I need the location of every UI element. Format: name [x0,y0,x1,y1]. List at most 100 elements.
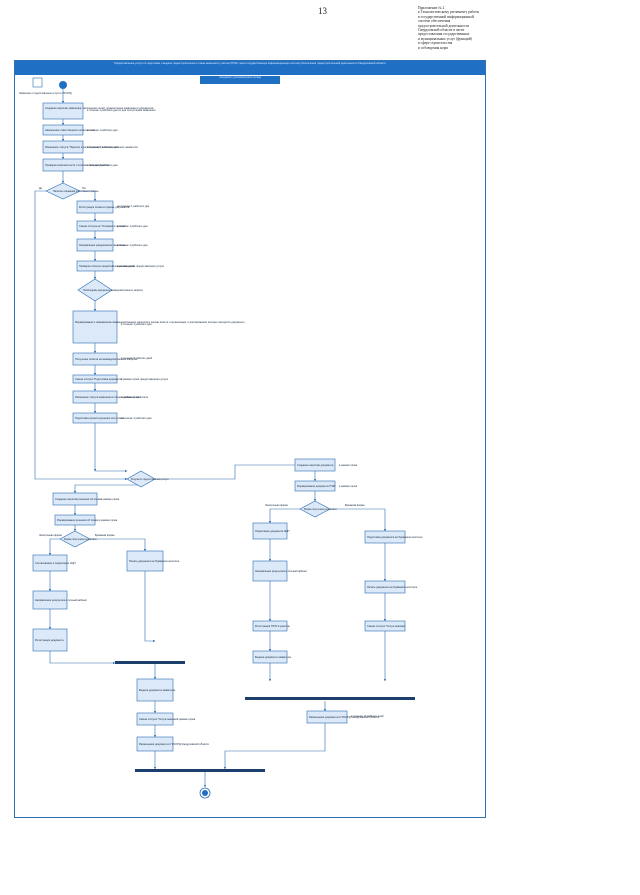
svg-text:Наличие оснований для отказа в: Наличие оснований для отказа в приеме [53,190,99,193]
node-result-card-left: Создание карточки решения об отказе в ра… [52,492,120,506]
node-archive-right: Размещение документа в ГИСОГД Свердловск… [306,710,384,724]
node-prepare: Изменение статуса заявления в личном каб… [72,390,149,404]
decision-form-left: Форма получения результата Электронная ф… [39,530,115,548]
svg-text:Изменение статуса заявления в: Изменение статуса заявления в личном каб… [75,395,149,399]
svg-text:Назначение ответственного испо: Назначение ответственного исполнителя [45,128,95,132]
svg-text:Печать документа на бумажном н: Печать документа на бумажном носителе [367,585,418,589]
svg-text:Создание карточки документа: Создание карточки документа [297,463,334,467]
svg-text:Проверка полноты представленны: Проверка полноты представленных сведений [79,264,135,268]
diagram-header: Предоставление услуги по подготовке и вы… [15,61,485,75]
svg-text:Размещение документа в ГИСОГД: Размещение документа в ГИСОГД Свердловск… [139,742,210,746]
svg-text:Бумажная форма: Бумажная форма [95,534,115,537]
node-form-left: Формирование решения об отказе в рамках … [54,514,118,526]
node-issue-right: Выдача документа заявителю [252,650,291,664]
svg-text:Регистрация отказа в приеме до: Регистрация отказа в приеме документов [79,205,130,209]
appendix-note: Приложение № 2 к Технологическому реглам… [418,6,480,50]
svg-text:в рамках срока: в рамках срока [101,498,120,501]
node-archive-left: Размещение документа в ГИСОГД Свердловск… [136,736,210,752]
svg-text:Смена статуса "Услуга оказана": Смена статуса "Услуга оказана" [139,717,178,721]
svg-text:Бумажная форма: Бумажная форма [345,504,365,507]
svg-text:Выдача документа заявителю: Выдача документа заявителю [255,655,291,659]
svg-text:в рамках срока предоставления: в рамках срока предоставления услуги [117,265,165,268]
sync-bar-right [245,697,415,700]
svg-text:Печать документа на бумажном н: Печать документа на бумажном носителе [129,559,180,563]
svg-text:в течение 5 рабочих дней: в течение 5 рабочих дней [121,356,153,360]
node-registration: Создание карточки заявления, заполнение … [42,102,156,120]
svg-text:в рамках срока: в рамках срока [177,718,196,721]
svg-text:в течение 1 рабочего дня: в течение 1 рабочего дня [121,322,152,326]
svg-text:Подготовка документа на бумажн: Подготовка документа на бумажном носител… [367,535,423,539]
svg-text:Электронная форма: Электронная форма [265,504,288,507]
node-refuse-notify: Направление уведомления заявителю в тече… [76,238,148,252]
node-status-prepare: Смена статуса "Подготовка документа" в р… [72,374,169,384]
decision-need-docs: Необходимы документы межведомственного з… [77,278,143,302]
svg-text:Выдача документа заявителю: Выдача документа заявителю [139,688,175,692]
svg-text:Форма получения результата: Форма получения результата [64,538,97,541]
svg-text:не позднее 1 рабочего дня: не позднее 1 рабочего дня [117,204,150,208]
node-refuse-reg: Регистрация отказа в приеме документов н… [76,200,150,214]
node-close-left: Смена статуса "Услуга оказана" в рамках … [136,712,196,726]
svg-text:в рамках срока предоставления: в рамках срока предоставления услуги [121,378,169,381]
svg-text:Формирование документа ГПЗУ: Формирование документа ГПЗУ [297,484,336,488]
svg-text:Результат предоставления услуг: Результат предоставления услуги [131,478,169,481]
svg-text:в течение 1 рабочего дня: в течение 1 рабочего дня [117,224,148,228]
node-check: Проверка комплектности и соответствия до… [42,158,118,172]
sync-bar-final [135,769,265,772]
node-status-accepted: Изменение статуса "Принято к рассмотрени… [42,140,138,154]
node-paper-right: Подготовка документа на бумажном носител… [364,530,423,544]
svg-text:Форма получения результата: Форма получения результата [304,508,337,511]
svg-text:Формирование решения об отказе: Формирование решения об отказе [57,518,99,522]
svg-text:в течение 10 рабочих дней: в течение 10 рабочих дней [351,714,384,718]
svg-text:в течение 1 рабочего дня: в течение 1 рабочего дня [121,416,152,420]
svg-text:в течение 1 рабочего дня: в течение 1 рабочего дня [87,145,118,149]
lane-header: Специалист уполномоченного органа [200,76,280,84]
svg-text:Направление результата в личны: Направление результата в личный кабинет [35,598,88,602]
node-send-left: Направление результата в личный кабинет [32,590,88,610]
decision-form-right: Форма получения результата Электронная ф… [265,500,365,518]
svg-text:Создание карточки заявления, з: Создание карточки заявления, заполнение … [45,106,154,110]
node-print-left: Печать документа на бумажном носителе [126,550,180,572]
node-request: Формирование и направление межведомствен… [72,310,245,344]
svg-text:в течение 1 рабочего дня: в течение 1 рабочего дня [87,128,118,132]
node-answers: Получение ответов на межведомственные за… [72,352,153,366]
svg-text:Смена статуса на "Отказано в п: Смена статуса на "Отказано в приеме" [79,224,126,228]
page-number: 13 [318,6,327,16]
svg-text:в течение 1 рабочего дня: в течение 1 рабочего дня [87,163,118,167]
svg-text:в течение 1 рабочего дня: в течение 1 рабочего дня [117,243,148,247]
svg-text:Смена статуса "Подготовка доку: Смена статуса "Подготовка документа" [75,377,122,381]
start-node [59,81,67,89]
svg-text:в рамках срока: в рамках срока [339,485,358,488]
flowchart: Заявление о предоставлении услуги в ГИСО… [19,77,423,799]
svg-text:Формирование и направление меж: Формирование и направление межведомствен… [75,320,245,324]
node-analyze: Проверка полноты представленных сведений… [76,260,165,272]
document-icon [32,77,43,88]
svg-text:Получение ответов на межведомс: Получение ответов на межведомственные за… [75,357,137,361]
node-status-right: Смена статуса "Услуга оказана" [364,620,406,632]
svg-text:Согласование и подписание ЭЦП: Согласование и подписание ЭЦП [35,561,76,565]
svg-text:Подписание документа ЭЦП: Подписание документа ЭЦП [255,529,290,533]
svg-text:Изменение статуса "Принято к р: Изменение статуса "Принято к рассмотрени… [45,145,138,149]
svg-text:Да: Да [39,187,43,190]
svg-text:Необходимы документы межведомс: Необходимы документы межведомственного з… [83,289,143,292]
svg-text:в рамках срока: в рамках срока [99,519,118,522]
svg-text:Смена статуса "Услуга оказана": Смена статуса "Услуга оказана" [367,624,406,628]
node-sign-left: Согласование и подписание ЭЦП [32,554,76,572]
svg-text:Подготовка проекта решения или: Подготовка проекта решения или отказа [75,416,125,420]
svg-text:Нет: Нет [82,187,87,190]
svg-text:Регистрация документа: Регистрация документа [35,638,64,642]
svg-text:Направление результата в личны: Направление результата в личный кабинет [255,569,308,573]
node-refuse-status: Смена статуса на "Отказано в приеме" в т… [76,220,148,232]
node-send-right: Направление результата в личный кабинет [252,560,308,582]
svg-text:Проверка комплектности и соотв: Проверка комплектности и соответствия до… [45,163,109,167]
node-assign: Назначение ответственного исполнителя в … [42,124,118,136]
node-form-right: Формирование документа ГПЗУ в рамках сро… [294,480,358,492]
node-print-right: Печать документа на бумажном носителе [364,580,418,594]
svg-text:в рамках срока: в рамках срока [339,464,358,467]
node-issue-left: Выдача документа заявителю [136,678,175,702]
svg-text:в течение 1 рабочего дня со дн: в течение 1 рабочего дня со дня поступле… [87,108,156,112]
node-draft: Подготовка проекта решения или отказа в … [72,412,152,424]
start-label: Заявление о предоставлении услуги в ГИСО… [19,92,72,95]
svg-text:в рамках срока: в рамках срока [121,396,140,399]
node-sign-right: Подписание документа ЭЦП [252,522,290,540]
svg-text:Регистрация ГПЗУ в реестре: Регистрация ГПЗУ в реестре [255,624,290,628]
